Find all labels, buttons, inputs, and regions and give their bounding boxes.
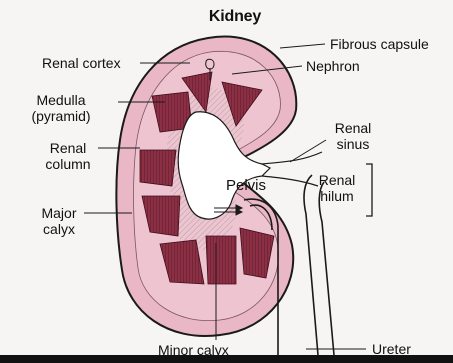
label-medulla-line1: Medulla: [36, 92, 85, 108]
label-medulla-line2: (pyramid): [31, 108, 90, 124]
label-renal-column-line2: column: [45, 156, 90, 172]
label-renal-hilum: Renal hilum: [314, 172, 360, 204]
label-fibrous-capsule: Fibrous capsule: [330, 36, 429, 52]
bottom-border: [0, 355, 453, 363]
label-renal-sinus-line1: Renal: [335, 120, 372, 136]
renal-hilum-bracket: [366, 164, 372, 216]
label-major-calyx-line1: Major: [41, 205, 76, 221]
label-renal-cortex: Renal cortex: [42, 55, 121, 71]
label-medulla: Medulla (pyramid): [14, 92, 108, 124]
label-renal-hilum-line1: Renal: [319, 172, 356, 188]
label-renal-column: Renal column: [40, 140, 96, 172]
label-pelvis: Pelvis: [226, 178, 266, 194]
label-major-calyx: Major calyx: [36, 205, 82, 237]
label-renal-sinus: Renal sinus: [330, 120, 376, 152]
label-renal-hilum-line2: hilum: [320, 188, 353, 204]
diagram-title: Kidney: [200, 9, 270, 25]
label-major-calyx-line2: calyx: [43, 221, 75, 237]
label-renal-column-line1: Renal: [50, 140, 87, 156]
label-nephron: Nephron: [306, 58, 360, 74]
label-renal-sinus-line2: sinus: [337, 136, 370, 152]
hilum-vessels: [262, 152, 322, 186]
